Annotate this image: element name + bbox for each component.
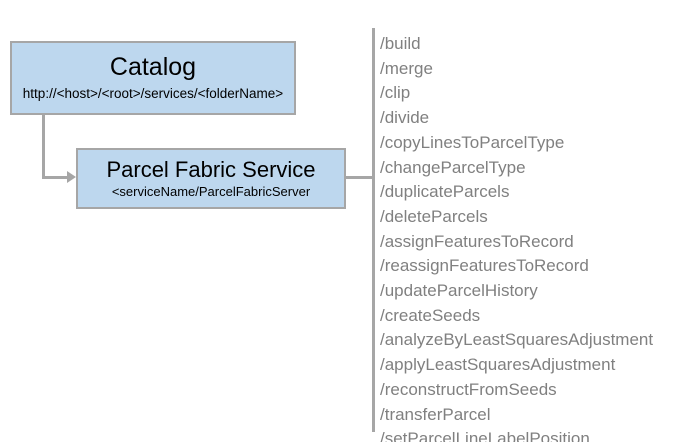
operation-item[interactable]: /updateParcelHistory <box>380 281 538 301</box>
node-catalog-url: http://<host>/<root>/services/<folderNam… <box>22 86 284 102</box>
operation-item[interactable]: /reassignFeaturesToRecord <box>380 256 589 276</box>
operation-item[interactable]: /clip <box>380 83 411 103</box>
connector-catalog-vertical <box>42 115 45 178</box>
operation-item[interactable]: /changeParcelType <box>380 157 526 177</box>
node-parcel-fabric-service-path: <serviceName/ParcelFabricServer <box>111 183 311 199</box>
operation-item[interactable]: /merge <box>380 58 433 78</box>
operation-item[interactable]: /duplicateParcels <box>380 182 510 202</box>
operation-item[interactable]: /analyzeByLeastSquaresAdjustment <box>380 330 654 350</box>
operation-item[interactable]: /transferParcel <box>380 404 491 424</box>
node-catalog: Catalog http://<host>/<root>/services/<f… <box>10 41 296 115</box>
connector-service-to-operations <box>346 176 374 179</box>
operations-list: /build/merge/clip/divide/copyLinesToParc… <box>380 32 680 442</box>
operation-item[interactable]: /deleteParcels <box>380 206 488 226</box>
connector-catalog-horizontal <box>42 176 70 179</box>
operations-divider <box>372 28 375 432</box>
operation-item[interactable]: /divide <box>380 108 430 128</box>
operation-item[interactable]: /reconstructFromSeeds <box>380 379 557 399</box>
arrowhead-icon <box>67 171 76 183</box>
node-parcel-fabric-service: Parcel Fabric Service <serviceName/Parce… <box>76 148 346 209</box>
node-catalog-title: Catalog <box>109 52 197 81</box>
operation-item[interactable]: /createSeeds <box>380 305 481 325</box>
operation-item[interactable]: /setParcelLineLabelPosition <box>380 429 590 442</box>
operation-item[interactable]: /applyLeastSquaresAdjustment <box>380 355 616 375</box>
operation-item[interactable]: /copyLinesToParcelType <box>380 132 565 152</box>
operation-item[interactable]: /build <box>380 34 421 53</box>
node-parcel-fabric-service-title: Parcel Fabric Service <box>106 156 316 182</box>
operation-item[interactable]: /assignFeaturesToRecord <box>380 231 574 251</box>
